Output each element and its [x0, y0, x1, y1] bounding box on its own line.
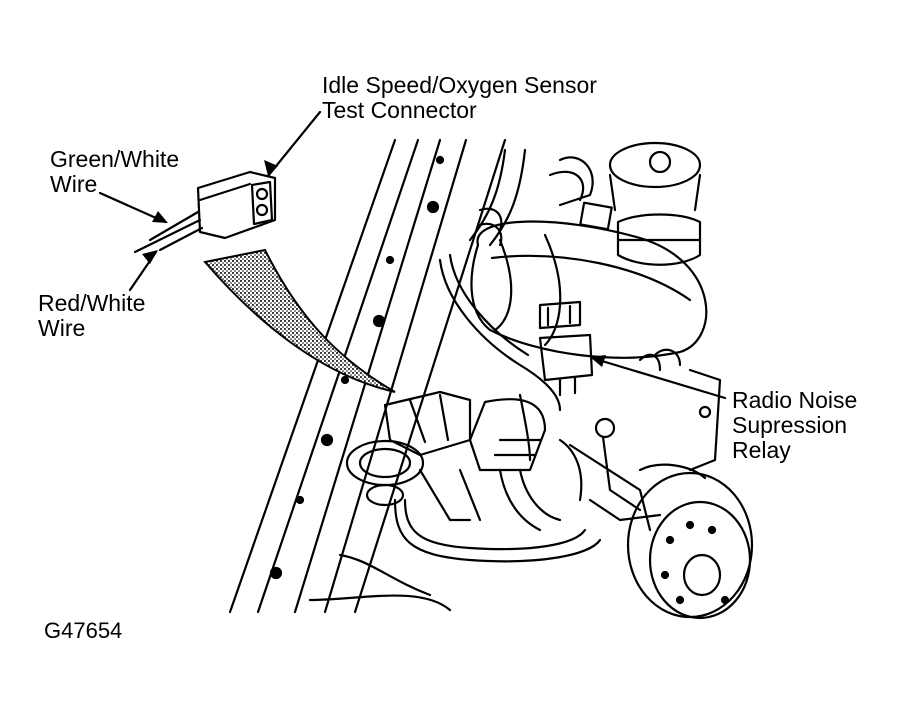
label-line: Idle Speed/Oxygen Sensor	[322, 72, 597, 98]
right-bracket	[638, 348, 722, 472]
radio-noise-relay	[538, 300, 594, 397]
label-line: Radio Noise	[732, 387, 858, 413]
arrowheads	[142, 160, 606, 367]
reservoir	[470, 220, 708, 359]
rail-bolts	[269, 155, 445, 580]
label-line: Relay	[732, 437, 791, 463]
figure-code: G47654	[44, 618, 123, 643]
connector-pointer-wedge	[203, 248, 396, 393]
label-line: Wire	[50, 171, 98, 197]
idle-speed-oxygen-sensor-test-connector-label: Idle Speed/Oxygen Sensor Test Connector	[322, 73, 597, 123]
label-line: Wire	[38, 315, 86, 341]
label-line: Test Connector	[322, 97, 477, 123]
test-connector	[133, 170, 277, 254]
wire-harness	[438, 253, 562, 462]
reservoir-cap	[608, 141, 702, 266]
label-line: Supression	[732, 412, 848, 438]
label-line: Red/White	[38, 290, 146, 316]
radio-noise-supression-relay-label: Radio Noise Supression Relay	[732, 388, 857, 463]
vacuum-hoses	[308, 468, 602, 612]
green-white-wire-label: Green/White Wire	[50, 147, 179, 197]
alternator	[626, 463, 754, 620]
throttle-cable	[558, 417, 662, 532]
egr-valve	[345, 390, 547, 507]
hoses-top	[468, 148, 613, 247]
label-line: Green/White	[50, 146, 180, 172]
red-white-wire-label: Red/White Wire	[38, 291, 145, 341]
